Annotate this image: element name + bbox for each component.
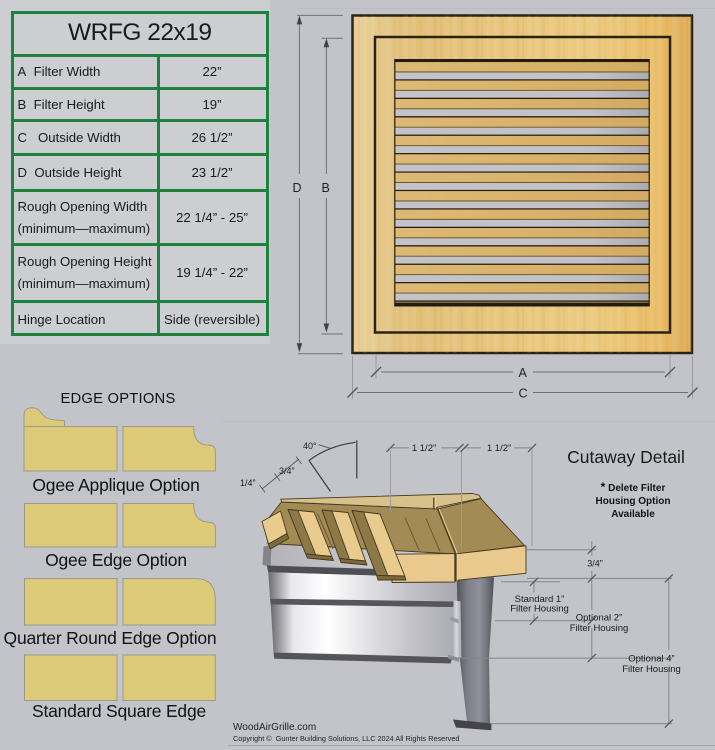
svg-text:Standard 1”: Standard 1” [515, 594, 565, 605]
svg-text:Optional 2”: Optional 2” [576, 613, 622, 624]
svg-text:B: B [322, 181, 330, 195]
svg-text:Filter Housing: Filter Housing [510, 604, 569, 615]
svg-text:1 1/2”: 1 1/2” [412, 443, 436, 454]
svg-text:Filter Housing: Filter Housing [622, 664, 681, 675]
svg-text:A: A [519, 366, 528, 380]
svg-text:D: D [293, 181, 302, 195]
svg-text:40°: 40° [303, 441, 317, 451]
svg-text:1 1/2”: 1 1/2” [487, 443, 511, 454]
svg-text:3/4”: 3/4” [587, 559, 603, 569]
svg-text:3/4”: 3/4” [279, 466, 295, 476]
svg-text:1/4”: 1/4” [240, 478, 256, 488]
svg-text:Optional 4”: Optional 4” [628, 654, 674, 665]
svg-text:Filter Housing: Filter Housing [570, 623, 629, 634]
svg-text:C: C [519, 387, 528, 401]
